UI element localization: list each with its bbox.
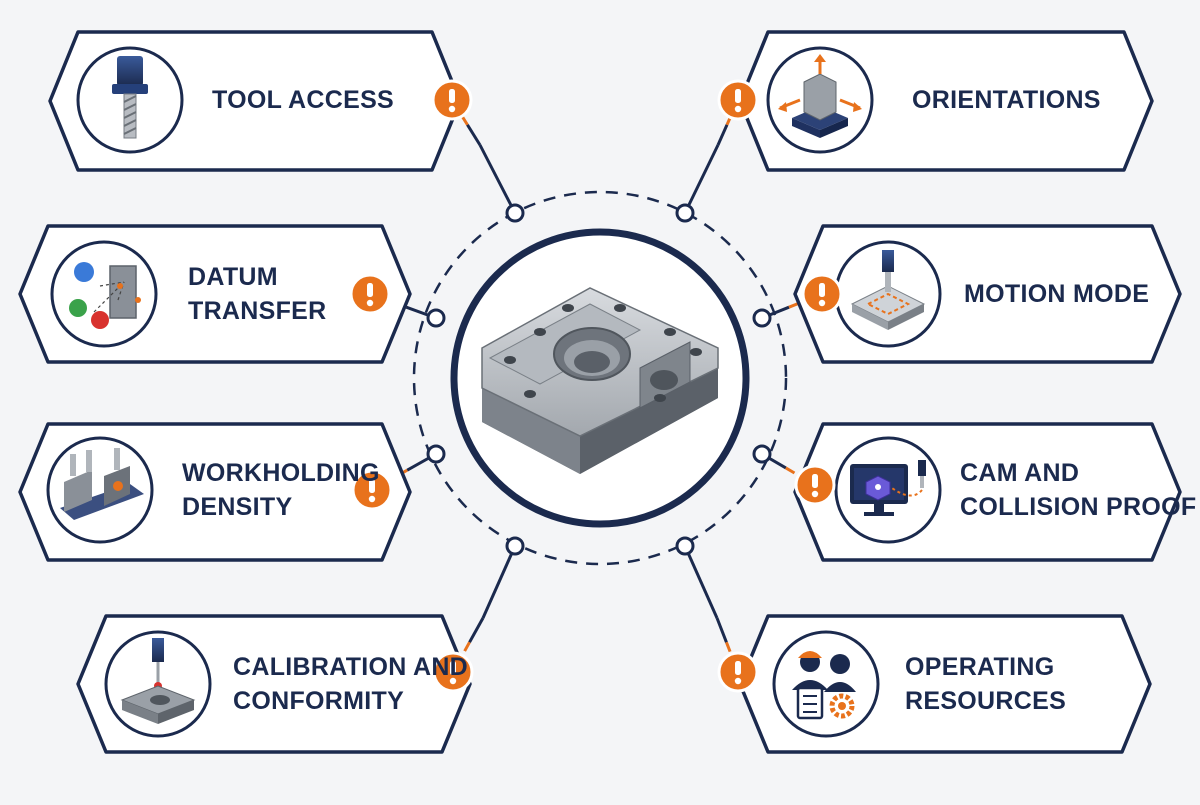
bolt-hole <box>504 356 516 364</box>
alert-icon <box>432 651 474 693</box>
card-label-line: CALIBRATION AND <box>233 653 469 681</box>
card-label-line: TRANSFER <box>188 297 327 325</box>
junction-node <box>752 444 772 464</box>
probe-icon <box>120 638 196 724</box>
connector-line <box>478 144 517 214</box>
end-mill-icon <box>112 56 148 139</box>
card-label-line: TOOL ACCESS <box>212 86 395 114</box>
card-orientations <box>738 30 1154 172</box>
card-label-operating-resources: OPERATING RESOURCES <box>905 650 1066 718</box>
bolt-hole <box>614 304 626 312</box>
card-label-datum-transfer: DATUM TRANSFER <box>188 260 327 328</box>
vise-fixture-icon <box>60 448 144 520</box>
card-operating-resources <box>738 614 1152 754</box>
card-label-workholding-density: WORKHOLDING DENSITY <box>182 456 380 524</box>
junction-node <box>752 308 772 328</box>
alert-icon <box>801 273 843 315</box>
card-label-cam-collision: CAM AND COLLISION PROOF <box>960 456 1196 524</box>
toolpath-icon <box>850 250 926 330</box>
card-label-calibration-conformity: CALIBRATION AND CONFORMITY <box>233 650 468 718</box>
alert-icon <box>794 464 836 506</box>
connector-line <box>715 617 728 643</box>
junction-node <box>426 444 446 464</box>
icon-ring <box>772 630 880 738</box>
bolt-hole <box>664 328 676 336</box>
connector-line <box>683 144 720 214</box>
alert-icon <box>351 469 393 511</box>
center-hub <box>412 190 788 566</box>
machined-part-icon <box>481 287 719 474</box>
connector-line <box>481 545 517 619</box>
card-calibration-conformity <box>76 614 472 754</box>
card-label-orientations: ORIENTATIONS <box>912 83 1101 117</box>
connector-line <box>716 124 729 146</box>
icon-ring <box>50 240 158 348</box>
card-label-line: RESOURCES <box>905 687 1067 715</box>
alert-icon <box>431 79 473 121</box>
card-datum-transfer <box>18 224 412 364</box>
bolt-hole <box>524 390 536 398</box>
card-label-motion-mode: MOTION MODE <box>964 277 1149 311</box>
junction-node <box>505 536 525 556</box>
junction-node <box>675 203 695 223</box>
bolt-hole <box>654 394 666 402</box>
bolt-hole <box>534 328 546 336</box>
card-label-line: CONFORMITY <box>233 687 405 715</box>
card-tool-access <box>48 30 462 172</box>
card-label-line: COLLISION PROOF <box>960 493 1197 521</box>
datum-points-icon <box>69 262 141 329</box>
card-label-line: DENSITY <box>182 493 293 521</box>
card-label-line: ORIENTATIONS <box>912 86 1101 114</box>
bolt-hole <box>690 348 702 356</box>
cam-monitor-icon <box>850 460 926 516</box>
bolt-hole <box>562 304 574 312</box>
card-label-line: OPERATING <box>905 653 1055 681</box>
card-label-line: MOTION MODE <box>964 280 1150 308</box>
connector-line <box>683 545 719 619</box>
connector-dash <box>725 641 740 673</box>
alert-icon <box>717 79 759 121</box>
connector-line <box>468 617 485 644</box>
junction-node <box>426 308 446 328</box>
card-label-line: CAM AND <box>960 459 1080 487</box>
card-label-line: DATUM <box>188 263 278 291</box>
card-label-line: WORKHOLDING <box>182 459 380 487</box>
card-cam-collision <box>793 422 1182 562</box>
connector-line <box>466 123 482 146</box>
orientation-arrows-icon <box>778 54 862 138</box>
junction-node <box>505 203 525 223</box>
junction-node <box>675 536 695 556</box>
operators-icon <box>792 651 856 720</box>
outer-dashed-ring <box>412 190 788 566</box>
alert-icon <box>717 651 759 693</box>
card-label-tool-access: TOOL ACCESS <box>212 83 394 117</box>
card-workholding-density <box>18 422 412 562</box>
alert-icon <box>349 273 391 315</box>
